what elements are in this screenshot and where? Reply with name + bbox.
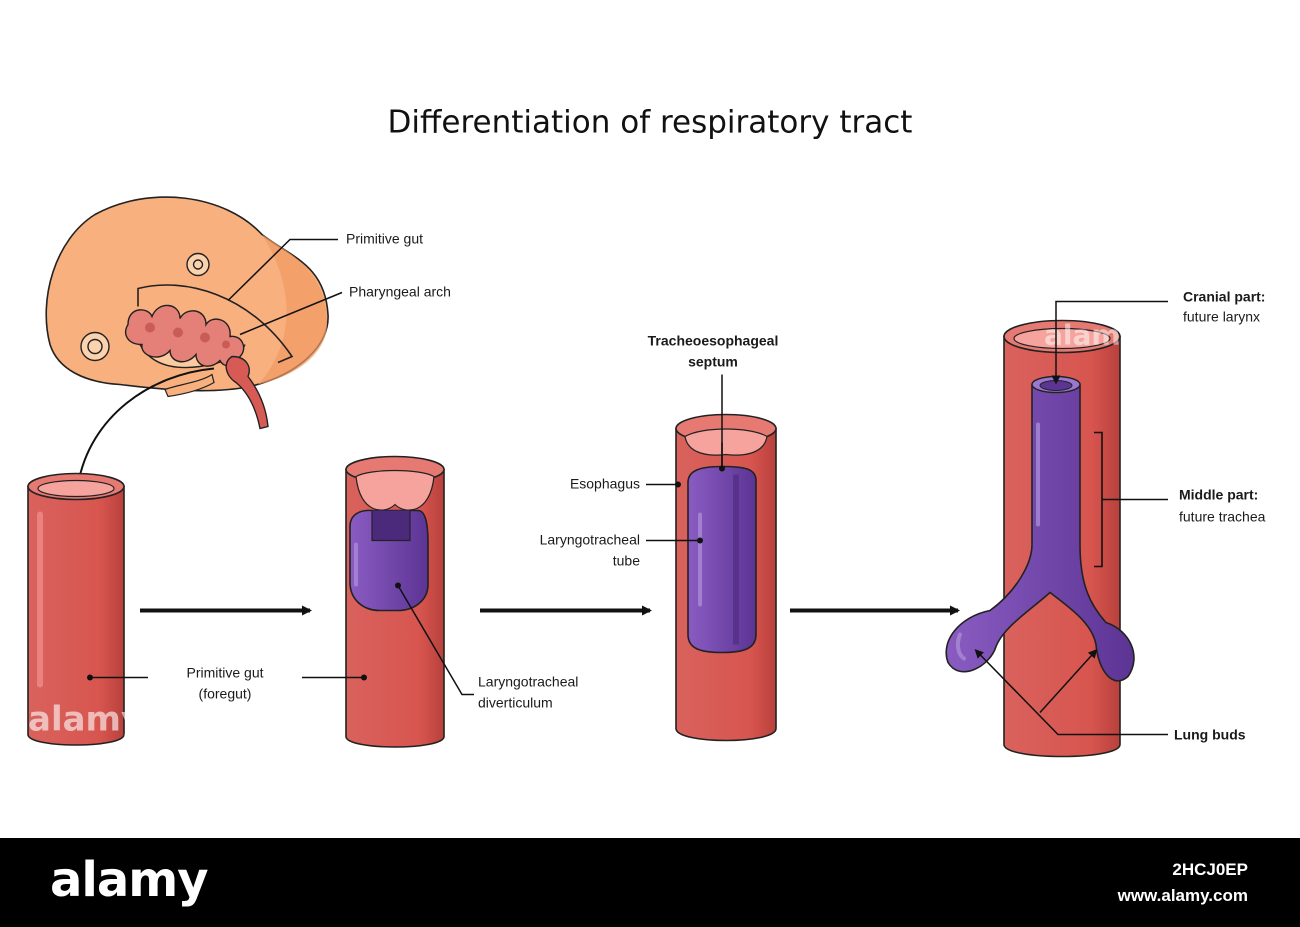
leader-primitive-gut-top (227, 238, 338, 302)
diverticulum-tube (345, 455, 445, 748)
watermark: alamy (28, 700, 143, 740)
label-lung-buds: Lung buds (1174, 727, 1246, 743)
label-cranial-2: future larynx (1183, 309, 1260, 325)
leader-pharyngeal-arch (239, 291, 343, 336)
label-tube-2: tube (613, 553, 640, 569)
footer-bar: alamy 2HCJ0EP www.alamy.com (0, 838, 1300, 927)
primitive-gut-strand (225, 355, 269, 430)
leader-diverticulum (397, 585, 474, 696)
leader-lung-buds-right (1039, 649, 1098, 714)
curved-arrow (74, 367, 215, 487)
label-septum-1: Tracheoesophageal (648, 333, 779, 349)
footer-logo: alamy (50, 852, 209, 908)
ear-icon (80, 331, 110, 362)
leader-lung-buds-left (974, 649, 1168, 736)
label-diverticulum-1: Laryngotracheal (478, 674, 578, 690)
label-pharyngeal-arch: Pharyngeal arch (349, 284, 451, 300)
label-foregut-2: (foregut) (199, 686, 252, 702)
label-cranial-1: Cranial part: (1183, 289, 1265, 305)
footer-url: www.alamy.com (1117, 886, 1248, 905)
label-diverticulum-2: diverticulum (478, 695, 553, 711)
primitive-gut-tube (27, 472, 125, 746)
label-middle-2: future trachea (1179, 509, 1266, 525)
pharyngeal-bracket (137, 284, 294, 364)
diagram-title: Differentiation of respiratory tract (388, 105, 913, 141)
label-septum-2: septum (688, 354, 738, 370)
leader-cranial (1051, 300, 1168, 385)
label-esophagus: Esophagus (570, 476, 640, 492)
label-foregut-1: Primitive gut (186, 665, 263, 681)
label-tube-1: Laryngotracheal (540, 532, 640, 548)
lung-bud-stage (945, 319, 1135, 758)
label-middle-1: Middle part: (1179, 487, 1258, 503)
label-primitive-gut-top: Primitive gut (346, 231, 423, 247)
watermark: alamy (1044, 319, 1139, 352)
footer-image-id: 2HCJ0EP (1172, 860, 1248, 879)
embryo-illustration (45, 196, 329, 430)
laryngotracheal-tube (675, 413, 777, 742)
pharyngeal-arches (124, 304, 245, 367)
eye-icon (186, 252, 210, 277)
